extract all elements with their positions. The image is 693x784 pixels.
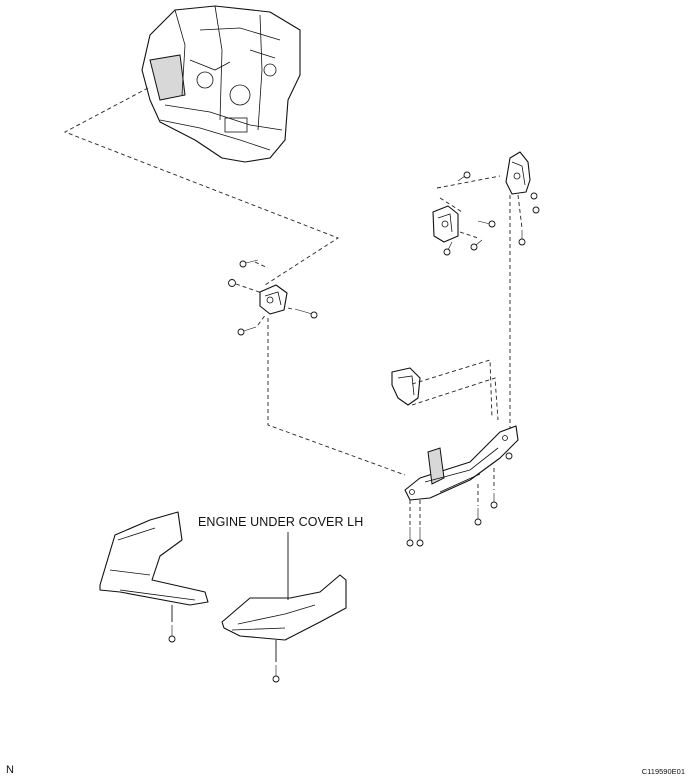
nut (505, 452, 513, 460)
transaxle-assembly (141, 5, 301, 163)
engine-mount-insulator (505, 151, 531, 195)
bolt (237, 326, 257, 336)
frame-crossmember (404, 425, 519, 501)
nut (228, 279, 236, 287)
bolt (470, 239, 483, 251)
bolt (474, 508, 482, 526)
guide-line (436, 175, 523, 440)
nut (530, 192, 538, 200)
bolt (406, 527, 414, 547)
corner-mark: N (6, 764, 14, 776)
figure-code: C119590E01 (641, 767, 685, 776)
bolt (294, 308, 318, 319)
engine-under-cover-lh-label: ENGINE UNDER COVER LH (198, 515, 364, 529)
bolt (457, 171, 471, 182)
member-bracket (391, 367, 421, 406)
guide-line (267, 318, 495, 525)
bolt (416, 527, 424, 547)
engine-mount-bracket (432, 205, 459, 243)
guide-line (411, 359, 499, 421)
guide-line (63, 87, 339, 286)
bolt (272, 665, 280, 683)
engine-under-cover-lh (221, 574, 347, 641)
nut (532, 206, 540, 214)
bolt (477, 220, 496, 228)
bolt (490, 493, 498, 509)
engine-under-cover-rh (99, 511, 209, 606)
guide-line (235, 261, 293, 326)
bolt (518, 230, 526, 246)
transaxle-mount-bracket (259, 284, 288, 315)
bolt (239, 259, 259, 268)
bolt (443, 241, 453, 256)
bolt (168, 625, 176, 643)
